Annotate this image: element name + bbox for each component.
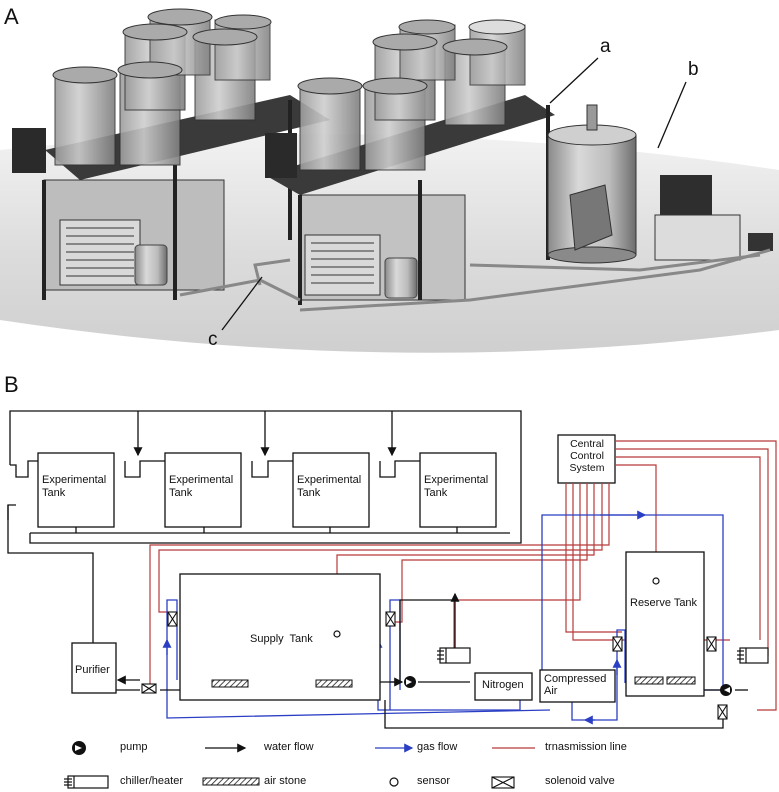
nitrogen-label: Nitrogen <box>482 679 524 691</box>
panel-a-rendering <box>0 8 779 353</box>
panel-a-letter: A <box>4 4 19 29</box>
air-stone-supply-left <box>211 679 249 688</box>
central-control-box <box>557 434 616 484</box>
panel-b-schematic <box>7 410 777 789</box>
supply-tank-label: Supply Tank <box>250 633 313 645</box>
legend-sensor-symbol <box>389 777 399 787</box>
reserve-tank-render <box>547 104 773 264</box>
legend-air-stone-label: air stone <box>264 775 307 787</box>
legend-sensor-label: sensor <box>417 775 451 787</box>
legend-solenoid-label: solenoid valve <box>545 775 615 787</box>
callout-a: a <box>600 36 611 57</box>
sensor-reserve <box>652 577 660 585</box>
compressed-air-box <box>539 669 616 703</box>
water-manifold <box>7 410 522 643</box>
legend-air-stone-symbol <box>202 777 260 786</box>
callout-lines <box>221 57 687 331</box>
legend-chiller-label: chiller/heater <box>120 775 183 787</box>
callout-c: c <box>208 329 218 350</box>
legend-gas-flow-label: gas flow <box>417 741 458 753</box>
sensor-supply <box>333 630 341 638</box>
reserve-tank-label: Reserve Tank <box>630 597 698 609</box>
nitrogen-box <box>474 672 533 701</box>
legend-solenoid-symbol <box>491 776 515 789</box>
callout-b: b <box>688 59 699 80</box>
air-stone-supply-right <box>315 679 353 688</box>
left-rack <box>12 8 330 300</box>
purifier-box <box>71 642 117 694</box>
supply-tank <box>179 573 381 701</box>
chiller-heaters <box>437 647 769 664</box>
pumps <box>404 676 732 696</box>
right-rack <box>265 19 555 305</box>
purifier-label: Purifier <box>75 664 110 676</box>
legend-water-flow-label: water flow <box>264 741 314 753</box>
legend-chiller-symbol <box>64 775 109 789</box>
legend-pump-symbol <box>72 741 86 755</box>
air-stone-reserve-right <box>666 676 696 685</box>
legend <box>64 741 535 789</box>
reserve-tank <box>625 551 705 697</box>
solenoid-valves <box>141 611 728 720</box>
air-stone-reserve-left <box>634 676 664 685</box>
experimental-tanks <box>37 452 497 528</box>
legend-transmission-label: trnasmission line <box>545 741 627 753</box>
panel-b-letter: B <box>4 372 19 397</box>
legend-pump-label: pump <box>120 741 148 753</box>
